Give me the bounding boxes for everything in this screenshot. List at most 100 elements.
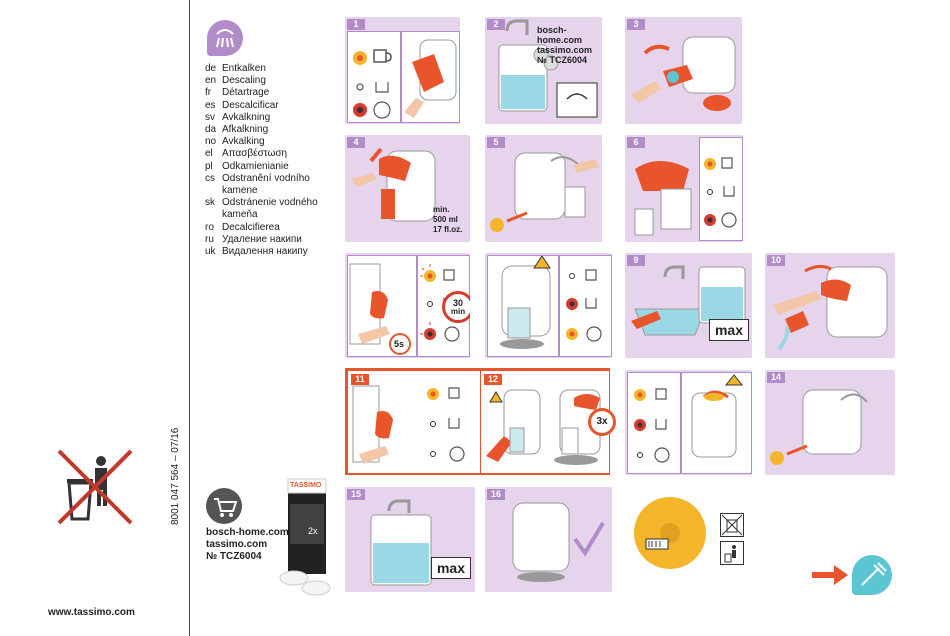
language-row: es Descalcificar — [205, 100, 342, 112]
language-name: Avkalkning — [222, 111, 271, 123]
step2-order-line-2: tassimo.com — [537, 45, 593, 55]
step-number: 15 — [347, 489, 365, 500]
language-code: sv — [205, 111, 215, 123]
language-code: pl — [205, 160, 213, 172]
step2-order-line-3: № TCZ6004 — [537, 55, 588, 65]
indicator-panel — [699, 137, 743, 241]
step-3-panel: 3 — [625, 17, 742, 124]
illustration-panel — [401, 31, 460, 123]
step-number: 2 — [487, 19, 505, 30]
website-link[interactable]: www.tassimo.com — [48, 607, 135, 618]
language-code: fr — [205, 87, 212, 99]
indicator-panel — [417, 255, 470, 357]
language-code: en — [205, 75, 217, 87]
step-2-order: bosch-home.com tassimo.com № TCZ6004 — [537, 25, 602, 65]
language-name: Descalcificar — [222, 99, 279, 111]
product-brand: TASSIMO — [290, 482, 322, 489]
step-5-panel: 5 — [485, 135, 602, 242]
language-code: es — [205, 99, 216, 111]
dispose-properly-icon — [720, 541, 744, 565]
language-code: uk — [205, 246, 216, 258]
step-4-panel: 4 min. 500 ml 17 fl.oz. — [345, 135, 470, 242]
step-number: 4 — [347, 137, 365, 148]
step-16-panel: 16 — [485, 487, 612, 592]
step-number: 11 — [351, 374, 369, 385]
volume-line-2: 500 ml — [433, 215, 458, 224]
language-code: no — [205, 136, 217, 148]
vertical-divider — [189, 0, 190, 636]
language-name: Удаление накипи — [222, 233, 302, 245]
language-row: pl Odkamienianie — [205, 161, 342, 173]
language-name: Entkalken — [222, 63, 266, 74]
timer-badge: 30 min — [442, 291, 470, 323]
illustration-panel: 5s — [347, 255, 417, 357]
language-row: ru Удаление накипи — [205, 234, 342, 246]
language-row: fr Détartrage — [205, 87, 342, 99]
language-name: Détartrage — [222, 87, 270, 99]
step-2-panel: 2 bosch-home.com tassimo.com № TCZ6004 — [485, 17, 602, 124]
order-line-2: tassimo.com — [206, 539, 268, 550]
language-code: ro — [205, 221, 214, 233]
indicator-panel — [627, 372, 681, 474]
language-code: sk — [205, 197, 215, 209]
step-10-panel: 10 — [765, 253, 895, 358]
step-7-time: 5s — [394, 339, 405, 349]
step-number: 3 — [627, 19, 645, 30]
indicator-panel — [559, 255, 612, 357]
language-row: sk Odstránenie vodného kameňa — [205, 197, 342, 221]
step-number: 6 — [627, 137, 645, 148]
language-code: cs — [205, 172, 215, 184]
step-number: 12 — [484, 374, 502, 385]
no-waste-small-icon — [720, 513, 744, 537]
step-11-indicator — [420, 371, 480, 473]
step-number: 14 — [767, 372, 785, 383]
repeat-block: 11 12 3x — [345, 368, 616, 475]
repeat-count: 3x — [596, 416, 608, 427]
step-9-panel: 9 max — [625, 253, 752, 358]
repeat-badge: 3x — [588, 408, 616, 436]
language-name: Видалення накипу — [222, 246, 308, 258]
wait-unit: min — [450, 307, 466, 316]
volume-line-3: 17 fl.oz. — [433, 225, 463, 234]
descaling-tablets-product: TASSIMO 2x — [276, 474, 334, 604]
step-number: 9 — [627, 255, 645, 266]
language-name: Odkamienianie — [222, 160, 289, 172]
step-15-panel: 15 max — [345, 487, 475, 592]
order-line-1: bosch-home.com — [206, 527, 289, 538]
language-code: ru — [205, 233, 214, 245]
step-6-panel: 6 — [625, 135, 743, 242]
step-15-max-label: max — [431, 557, 471, 579]
shopping-cart-icon — [206, 488, 242, 524]
step-12-illustration-b — [545, 371, 609, 473]
illustration-panel — [681, 372, 752, 474]
language-name: Απασβέστωση — [222, 148, 288, 160]
step-13-panel: 13 — [625, 370, 752, 475]
language-name: Decalcifierea — [222, 221, 280, 233]
language-row: da Afkalkning — [205, 124, 342, 136]
step-1-panel: 1 — [345, 17, 460, 124]
step2-order-line-1: bosch-home.com — [537, 25, 583, 45]
step-number: 5 — [487, 137, 505, 148]
step-14-panel: 14 — [765, 370, 895, 475]
illustration-panel — [487, 255, 559, 357]
language-name: Afkalkning — [222, 124, 269, 136]
language-code: de — [205, 63, 217, 74]
language-row: no Avkalking — [205, 136, 342, 148]
language-code: el — [205, 148, 213, 160]
language-name: Avkalking — [222, 136, 265, 148]
step-9-max-label: max — [709, 319, 749, 341]
language-row: sv Avkalkning — [205, 112, 342, 124]
order-line-3: № TCZ6004 — [206, 551, 262, 562]
wait-value: 30 — [452, 298, 463, 308]
volume-line-1: min. — [433, 205, 450, 214]
cleaning-brush-icon — [852, 555, 892, 595]
language-row: uk Видалення накипу — [205, 246, 342, 258]
language-code: da — [205, 124, 217, 136]
descaling-icon — [207, 20, 243, 56]
step-number: 16 — [487, 489, 505, 500]
language-name: Odstránenie vodného kameňa — [222, 197, 318, 221]
step-number: 1 — [347, 19, 365, 30]
